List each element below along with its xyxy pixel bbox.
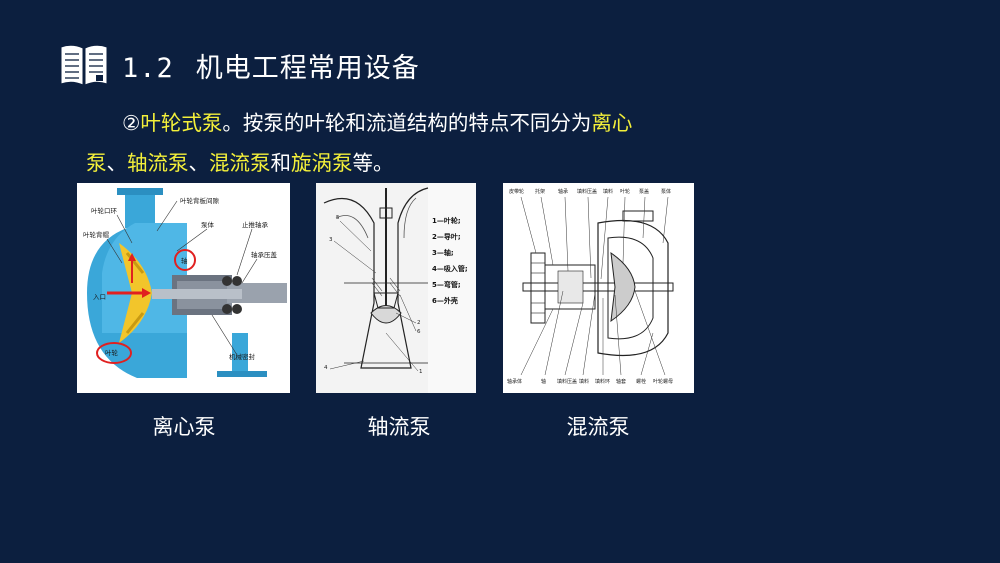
separator: 、 bbox=[188, 151, 210, 175]
label-thrust-bearing: 止推轴承 bbox=[242, 220, 269, 229]
paragraph-ending: 等。 bbox=[352, 151, 394, 175]
label-impeller-gap: 叶轮背板间隙 bbox=[180, 196, 220, 205]
axial-num-6: 6 bbox=[417, 329, 421, 335]
circled-marker: ② bbox=[122, 111, 141, 135]
mixed-label-impeller: 叶轮 bbox=[620, 188, 630, 195]
caption-axial: 轴流泵 bbox=[367, 415, 431, 439]
mixed-label-lantern-ring: 填料环 bbox=[595, 378, 610, 385]
axial-pump-diagram: 5 3 2 6 1 4 1—叶轮; 2—导叶; 3—轴; 4—吸入管; 5—弯管… bbox=[316, 183, 476, 393]
caption-mixed: 混流泵 bbox=[566, 415, 630, 439]
axial-legend-2: 2—导叶; bbox=[432, 232, 461, 241]
mixed-label-shaft: 轴 bbox=[541, 378, 546, 385]
separator: 、 bbox=[106, 151, 128, 175]
term-axial: 轴流泵 bbox=[127, 151, 189, 175]
label-mech-seal: 机械密封 bbox=[229, 352, 256, 361]
label-impeller: 叶轮 bbox=[105, 348, 119, 357]
mixed-label-bracket: 托架 bbox=[535, 188, 545, 195]
mixed-label-gland-b: 填料压盖 bbox=[557, 378, 577, 385]
term-centrifugal-b: 泵 bbox=[86, 151, 107, 175]
axial-num-4: 4 bbox=[324, 365, 328, 371]
conjunction: 和 bbox=[270, 151, 292, 175]
term-centrifugal-a: 离心 bbox=[591, 111, 633, 135]
open-book-icon bbox=[60, 44, 108, 86]
mixed-label-sleeve: 轴套 bbox=[616, 378, 626, 385]
label-wear-ring: 叶轮口环 bbox=[91, 206, 118, 215]
mixed-label-bolt: 螺栓 bbox=[636, 378, 646, 385]
mixed-label-cover: 泵盖 bbox=[639, 188, 649, 195]
caption-centrifugal: 离心泵 bbox=[152, 415, 216, 439]
label-impeller-nut: 叶轮背帽 bbox=[83, 230, 110, 239]
pump-type-highlight: 叶轮式泵 bbox=[140, 111, 223, 135]
mixed-label-packing-b: 填料 bbox=[579, 378, 589, 385]
axial-legend-5: 5—弯管; bbox=[432, 280, 461, 289]
term-mixed: 混流泵 bbox=[209, 151, 271, 175]
axial-legend-1: 1—叶轮; bbox=[432, 216, 461, 225]
mixed-label-packing: 填料 bbox=[603, 188, 613, 195]
mixed-label-gland: 填料压盖 bbox=[577, 188, 597, 195]
paragraph-text: 。按泵的叶轮和流道结构的特点不同分为 bbox=[222, 111, 592, 135]
axial-num-2: 2 bbox=[417, 320, 421, 326]
body-paragraph: ②叶轮式泵。按泵的叶轮和流道结构的特点不同分为离心 泵、轴流泵、混流泵和旋涡泵等… bbox=[86, 103, 736, 183]
axial-legend-3: 3—轴; bbox=[432, 248, 454, 257]
mixed-label-bearing-body: 轴承体 bbox=[507, 378, 522, 385]
mixed-label-pulley: 皮带轮 bbox=[509, 188, 524, 195]
term-vortex: 旋涡泵 bbox=[291, 151, 353, 175]
slide-header: 1.2 机电工程常用设备 bbox=[58, 40, 420, 90]
axial-num-5: 5 bbox=[336, 215, 340, 221]
label-inlet: 入口 bbox=[93, 293, 106, 301]
mixed-flow-pump-diagram: 皮带轮 托架 轴承 填料压盖 填料 叶轮 泵盖 泵体 轴承体 轴 填料压盖 填料… bbox=[503, 183, 694, 393]
mixed-label-body: 泵体 bbox=[661, 188, 671, 195]
section-number: 1.2 bbox=[122, 52, 174, 84]
axial-num-1: 1 bbox=[419, 369, 423, 375]
section-title: 机电工程常用设备 bbox=[195, 52, 420, 84]
label-casing: 泵体 bbox=[201, 220, 215, 229]
mixed-label-bearing: 轴承 bbox=[558, 188, 568, 195]
axial-num-3: 3 bbox=[329, 237, 333, 243]
label-shaft: 轴 bbox=[181, 256, 188, 265]
page-title: 1.2 机电工程常用设备 bbox=[122, 46, 420, 85]
label-bearing-cover: 轴承压盖 bbox=[251, 250, 278, 259]
axial-legend-6: 6—外壳 bbox=[432, 296, 458, 305]
mixed-label-impeller-nut: 叶轮螺母 bbox=[653, 378, 673, 385]
centrifugal-pump-diagram: 叶轮背板间隙 叶轮口环 泵体 叶轮背帽 止推轴承 轴 轴承压盖 入口 叶轮 机械… bbox=[77, 183, 290, 393]
axial-legend-4: 4—吸入管; bbox=[432, 264, 468, 273]
